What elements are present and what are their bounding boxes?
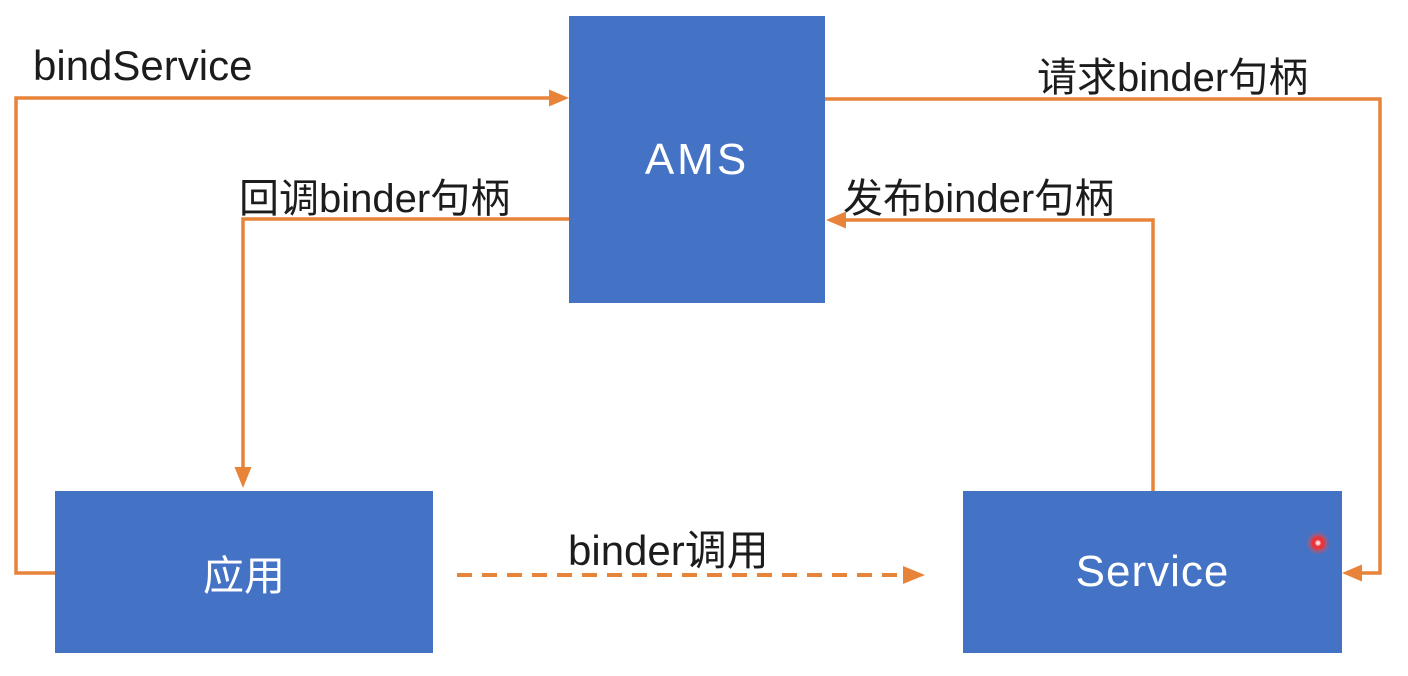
bindservice-arrowhead xyxy=(549,89,569,107)
bindservice-arrow-label: bindService xyxy=(33,42,253,89)
request-binder-arrow-label: 请求binder句柄 xyxy=(1037,56,1309,100)
binder-call-arrow-label: binder调用 xyxy=(568,527,769,574)
node-service: Service xyxy=(963,491,1342,653)
node-ams: AMS xyxy=(569,16,825,303)
node-ams-label: AMS xyxy=(644,134,750,184)
publish-binder-arrow-label: 发布binder句柄 xyxy=(843,177,1115,221)
callback-binder-arrow xyxy=(234,217,569,488)
node-app: 应用 xyxy=(55,491,433,653)
publish-binder-arrow xyxy=(826,211,1155,491)
node-service-label: Service xyxy=(1075,547,1230,596)
laser-pointer-dot xyxy=(1306,531,1330,555)
node-app-label: 应用 xyxy=(203,553,285,599)
publish-binder-arrow-line xyxy=(846,218,1155,491)
request-binder-arrowhead xyxy=(1342,564,1362,582)
binder-call-arrowhead xyxy=(903,566,925,584)
callback-binder-arrowhead xyxy=(234,467,252,488)
callback-binder-arrow-line xyxy=(241,217,569,468)
callback-binder-arrow-label: 回调binder句柄 xyxy=(239,177,511,221)
